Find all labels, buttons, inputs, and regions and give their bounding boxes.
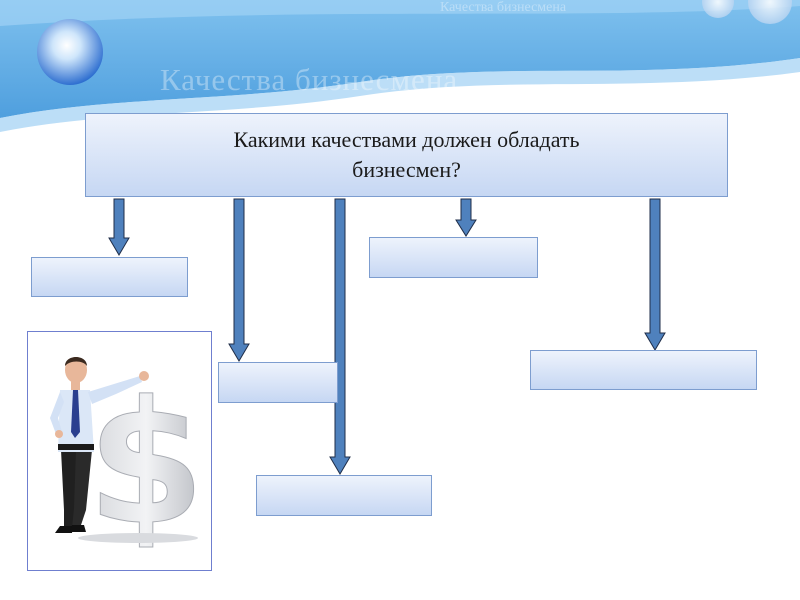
businessman-image-frame: $ — [27, 331, 212, 571]
wave-banner — [0, 0, 800, 132]
arrow-2 — [228, 198, 250, 362]
orb-icon — [748, 0, 792, 24]
businessman-icon: $ — [50, 357, 206, 564]
ghost-top-text: Качества бизнесмена — [440, 0, 567, 15]
orb-icon — [702, 0, 734, 18]
answer-box-2[interactable] — [369, 237, 538, 278]
answer-box-3[interactable] — [218, 362, 338, 403]
arrow-4 — [455, 198, 477, 237]
slide-header — [0, 0, 800, 140]
answer-box-5[interactable] — [256, 475, 432, 516]
arrow-3 — [329, 198, 351, 475]
question-text: Какими качествами должен обладать бизнес… — [233, 127, 580, 182]
question-box: Какими качествами должен обладать бизнес… — [85, 113, 728, 197]
arrow-5 — [644, 198, 666, 351]
arrow-1 — [108, 198, 130, 256]
orb-icon — [37, 19, 103, 85]
answer-box-1[interactable] — [31, 257, 188, 297]
answer-box-4[interactable] — [530, 350, 757, 390]
slide-title-ghost: Качества бизнесмена — [160, 62, 459, 97]
